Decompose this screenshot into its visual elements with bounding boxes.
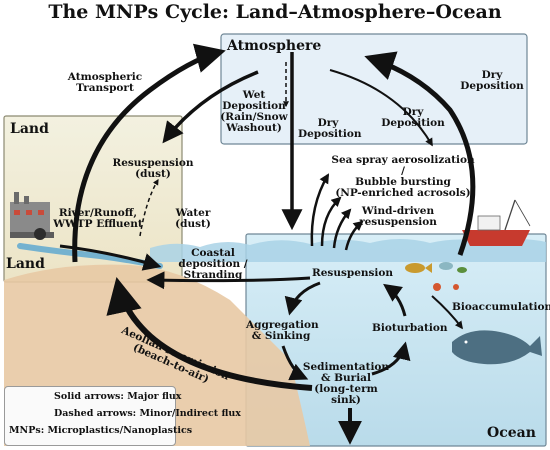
label-aggregation: Aggregation & Sinking bbox=[246, 319, 319, 342]
arrow-river-runoff bbox=[59, 244, 162, 271]
label-dry-deposition-left: Dry Deposition bbox=[298, 117, 362, 140]
arrow-wind-driven bbox=[344, 220, 364, 251]
label-bioturbation: Bioturbation bbox=[372, 322, 448, 334]
legend-solid: Solid arrows: Major flux bbox=[11, 391, 181, 402]
diagram-title: The MNPs Cycle: Land–Atmosphere–Ocean bbox=[48, 1, 502, 23]
legend-dashed: Dashed arrows: Minor/Indirect flux bbox=[11, 408, 241, 419]
label-dry-deposition-right: Dry Deposition bbox=[460, 69, 524, 92]
label-sea-spray: Sea spray aerosolization / Bubble bursti… bbox=[331, 154, 475, 199]
legend-abbr: MNPs: Microplastics/Nanoplastics bbox=[9, 425, 192, 436]
boat-icon bbox=[462, 199, 531, 246]
label-bioaccumulation: Bioaccumulation bbox=[452, 301, 550, 313]
legend: Solid arrows: Major flux Dashed arrows: … bbox=[4, 386, 241, 446]
arrow-wet-to-land bbox=[162, 70, 259, 144]
arrow-dry-deposition-right bbox=[329, 69, 433, 147]
arrow-sedimentation-to-bioturbation bbox=[371, 341, 411, 376]
arrow-dry-deposition-return bbox=[364, 51, 476, 256]
label-river-runoff: River/Runoff, WWTP Effluent bbox=[53, 207, 143, 230]
arrow-sea-spray-3 bbox=[332, 208, 352, 249]
legend-solid-label: Solid arrows: Major flux bbox=[54, 391, 182, 402]
label-wet-deposition: Wet Deposition (Rain/Snow Washout) bbox=[220, 89, 288, 134]
arrow-resuspension-to-aggregation bbox=[284, 281, 321, 316]
factory-icon bbox=[10, 192, 54, 240]
arrow-aggregation-to-sedimentation bbox=[281, 345, 309, 381]
legend-abbr-label: MNPs: Microplastics/Nanoplastics bbox=[9, 425, 193, 436]
marine-life-icon bbox=[405, 262, 467, 291]
region-ocean: Ocean bbox=[487, 425, 536, 441]
label-wind-driven: Wind-driven resuspension bbox=[359, 205, 437, 228]
arrow-aeolian bbox=[106, 276, 313, 391]
label-sedimentation: Sedimentation & Burial (long-term sink) bbox=[302, 361, 390, 406]
arrow-sea-spray-1 bbox=[310, 173, 330, 247]
whale-icon bbox=[452, 330, 542, 365]
arrow-sea-spray-2 bbox=[320, 196, 342, 247]
arrow-bioaccumulation bbox=[431, 295, 463, 330]
region-land-bottom: Land bbox=[6, 256, 45, 272]
arrow-atmospheric-transport bbox=[72, 43, 226, 263]
water-surface bbox=[150, 239, 546, 262]
label-dry-deposition-mid: Dry Deposition bbox=[381, 106, 445, 129]
label-resuspension-dust: Resuspension (dust) bbox=[112, 157, 194, 180]
arrow-resuspension-to-coast bbox=[146, 271, 311, 290]
region-atmosphere: Atmosphere bbox=[227, 38, 322, 54]
arrow-bioturbation-to-resuspension bbox=[383, 283, 407, 317]
label-coastal-deposition: Coastal deposition / Stranding bbox=[178, 247, 248, 281]
label-resuspension-ocean: Resuspension bbox=[312, 267, 394, 279]
label-water-dust: Water (dust) bbox=[175, 207, 211, 230]
legend-dashed-label: Dashed arrows: Minor/Indirect flux bbox=[54, 408, 241, 419]
label-atmospheric-transport: Atmospheric Transport bbox=[67, 71, 143, 94]
region-land-top: Land bbox=[10, 121, 49, 137]
